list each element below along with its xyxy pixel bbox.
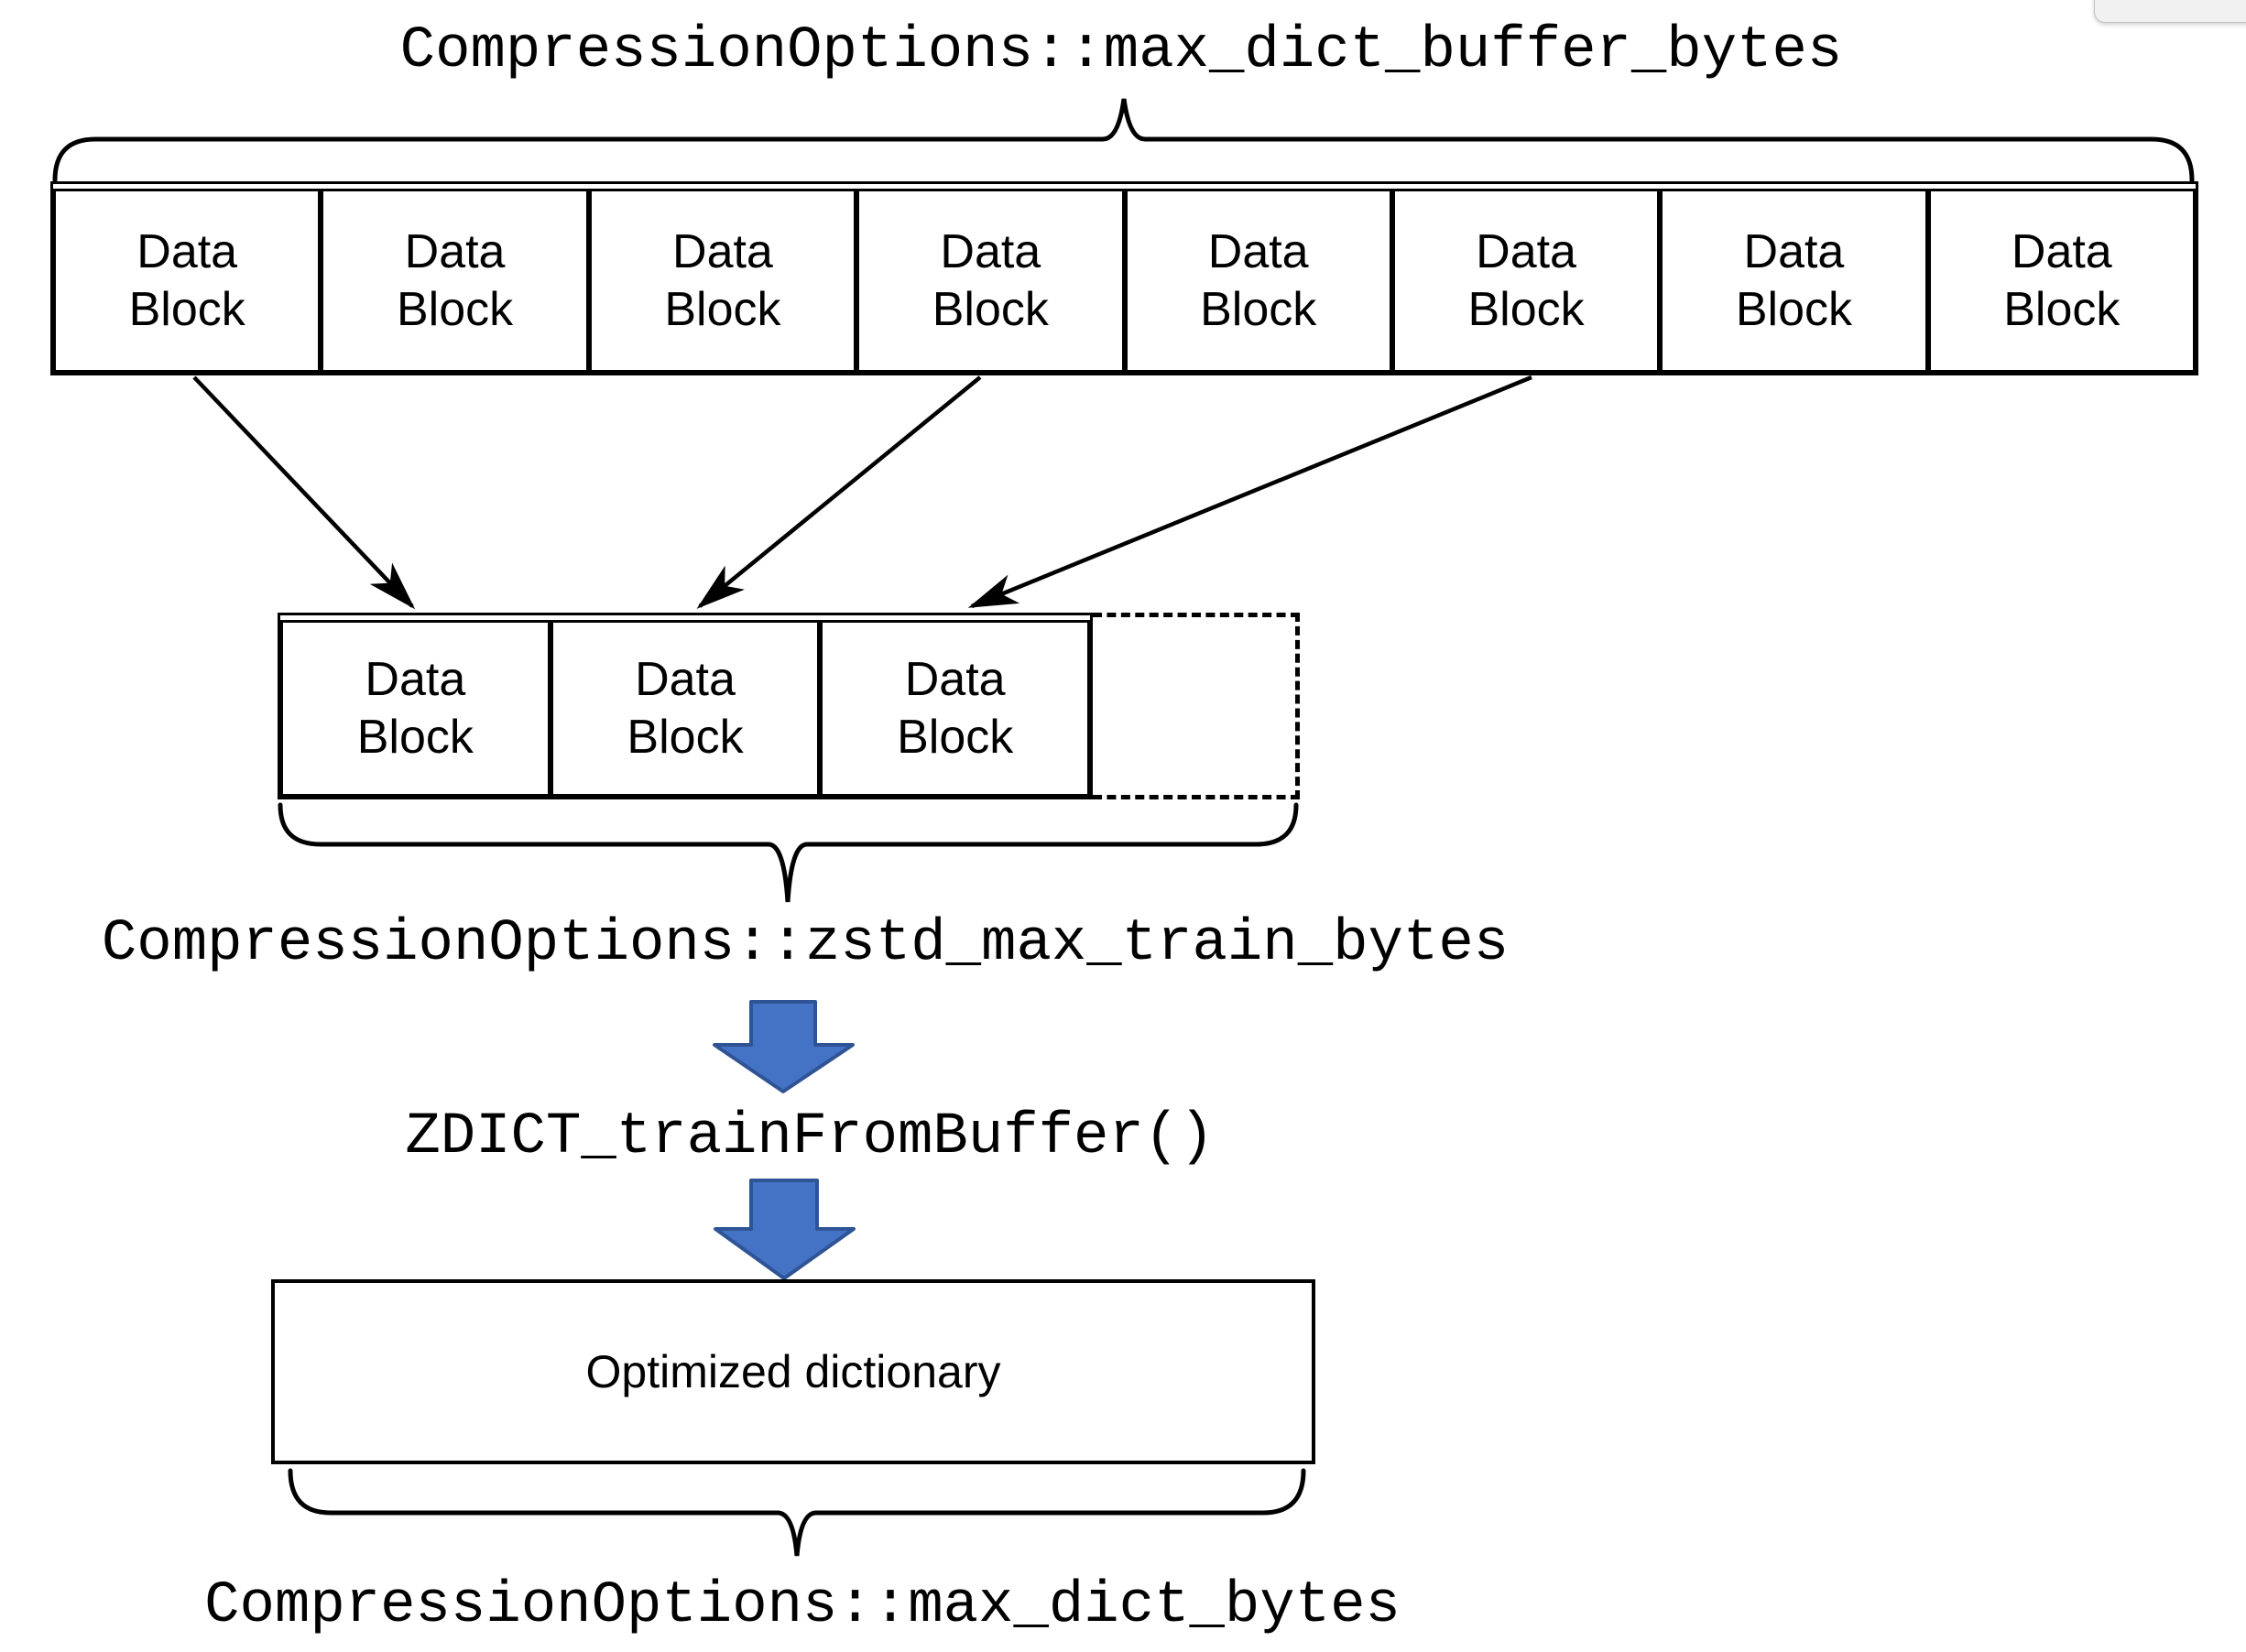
max-dict-buffer-bytes-label: CompressionOptions::max_dict_buffer_byte… [399, 18, 1843, 84]
sample-arrow-3 [967, 375, 1532, 609]
train-arrow-icon [713, 1000, 855, 1093]
optimized-dictionary-box: Optimized dictionary [271, 1279, 1315, 1464]
sample-arrow-2 [696, 375, 982, 609]
data-block-label: Data Block [128, 224, 245, 336]
data-block-label: Data Block [1735, 224, 1853, 336]
data-block-cell: Data Block [53, 189, 322, 373]
browser-chrome-fragment [2094, 0, 2246, 23]
data-block-cell: Data Block [820, 620, 1091, 797]
data-block-label: Data Block [664, 224, 781, 336]
data-block-label: Data Block [1200, 224, 1317, 336]
data-block-cell: Data Block [321, 189, 589, 373]
data-block-cell: Data Block [588, 189, 857, 373]
optimized-dictionary-label: Optimized dictionary [585, 1346, 1001, 1397]
data-block-label: Data Block [932, 224, 1049, 336]
data-block-label: Data Block [2003, 224, 2121, 336]
data-block-label: Data Block [627, 652, 744, 764]
data-block-cell: Data Block [1391, 189, 1661, 373]
zdict-train-from-buffer-label: ZDICT_trainFromBuffer() [405, 1104, 1215, 1170]
data-block-row-train: Data Block Data Block Data Block [278, 613, 1093, 799]
dict-brace [288, 1468, 1306, 1557]
data-block-cell: Data Block [1660, 189, 1928, 373]
data-block-cell: Data Block [1927, 189, 2196, 373]
empty-slot [1093, 613, 1300, 799]
data-block-cell: Data Block [550, 620, 821, 797]
data-block-label: Data Block [396, 224, 514, 336]
data-block-row-buffer: Data Block Data Block Data Block Data Bl… [50, 181, 2198, 375]
data-block-cell: Data Block [856, 189, 1125, 373]
output-arrow-icon [714, 1179, 856, 1280]
buffer-brace [52, 98, 2195, 183]
max-dict-bytes-label: CompressionOptions::max_dict_bytes [204, 1573, 1401, 1639]
data-block-label: Data Block [1467, 224, 1585, 336]
data-block-cell: Data Block [1124, 189, 1392, 373]
data-block-label: Data Block [356, 652, 474, 764]
train-brace [278, 802, 1299, 903]
data-block-label: Data Block [897, 652, 1014, 764]
data-block-cell: Data Block [280, 620, 551, 797]
sample-arrow-1 [192, 375, 416, 610]
zstd-max-train-bytes-label: CompressionOptions::zstd_max_train_bytes [101, 911, 1510, 977]
